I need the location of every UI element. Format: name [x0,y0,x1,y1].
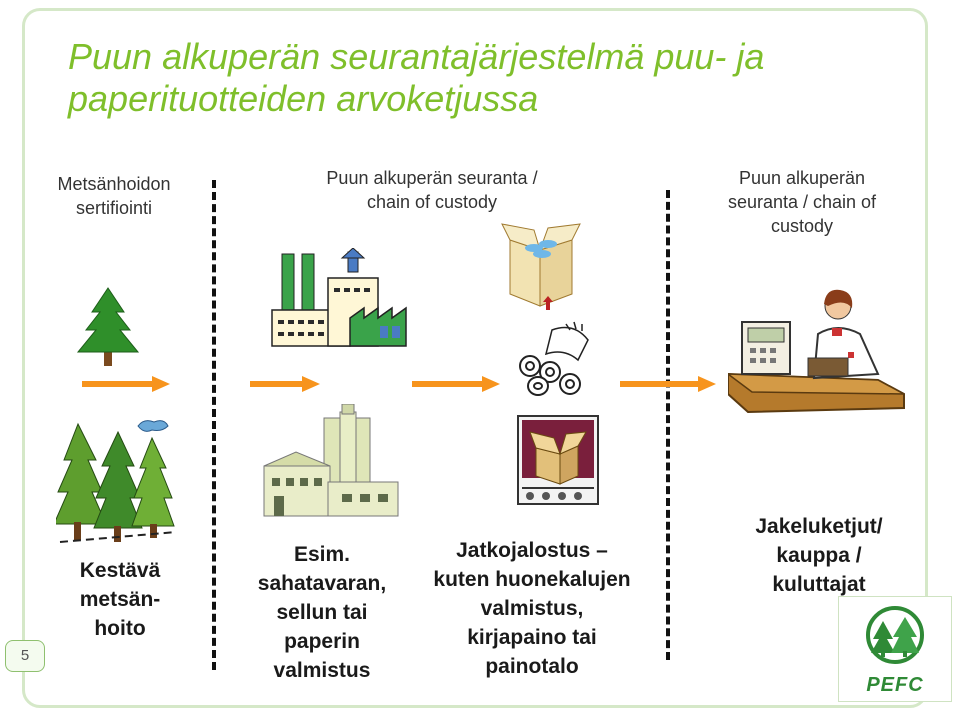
pefc-logo-text: PEFC [866,674,924,696]
slide-number: 5 [5,640,45,672]
header-chain-of-custody-middle: Puun alkuperän seuranta / chain of custo… [262,166,602,214]
mill-icon [263,404,399,517]
label-further-processing: Jatkojalostus – kuten huonekalujen valmi… [410,536,654,681]
label-line: kirjapaino tai [467,626,597,649]
label-line: valmistus, [480,597,584,620]
paper-rolls-icon [519,321,589,396]
label-line: Kestävä [79,559,161,582]
header-chain-of-custody-right: Puun alkuperän seuranta / chain of custo… [682,166,922,238]
flow-arrow-3 [412,376,500,392]
label-line: hoito [94,617,146,640]
label-line: kauppa / [776,544,862,567]
label-line: Esim. [293,543,351,566]
label-line: metsän- [79,588,161,611]
flow-arrow-4 [620,376,716,392]
forest-icon [56,420,177,543]
label-line: Jatkojalostus – [456,539,608,562]
label-line: valmistus [273,659,371,682]
cashier-icon [728,289,905,414]
header-line: seuranta / chain of [727,192,877,212]
label-manufacturing: Esim. sahatavaran, sellun tai paperin va… [236,540,408,685]
pefc-logo: PEFC [838,596,952,702]
header-line: Puun alkuperän seuranta / [326,168,538,188]
label-line: painotalo [485,655,579,678]
label-distribution: Jakeluketjut/ kauppa / kuluttajat [714,512,924,599]
box-icon [501,223,581,310]
title-line: Puun alkuperän seurantajärjestelmä puu- … [68,36,765,77]
tree-icon [76,287,140,366]
label-line: kuten huonekalujen [433,568,631,591]
pefc-emblem-icon [866,606,924,664]
label-line: kuluttajat [772,573,866,596]
divider-right [666,190,670,660]
title-line: paperituotteiden arvoketjussa [68,78,539,119]
label-sustainable-forestry: Kestävä metsän- hoito [40,556,200,643]
label-line: Jakeluketjut/ [755,515,883,538]
header-line: Metsänhoidon [57,174,171,194]
packaging-icon [517,415,599,505]
label-line: paperin [284,630,360,653]
flow-arrow-1 [82,376,170,392]
factory-icon [271,248,407,347]
slide-title: Puun alkuperän seurantajärjestelmä puu- … [68,36,828,120]
header-line: Puun alkuperän [738,168,866,188]
header-line: chain of custody [366,192,498,212]
header-certification: Metsänhoidon sertifiointi [24,172,204,220]
divider-left [212,180,216,670]
label-line: sellun tai [276,601,368,624]
flow-arrow-2 [250,376,320,392]
label-line: sahatavaran, [257,572,387,595]
header-line: sertifiointi [75,198,153,218]
header-line: custody [770,216,834,236]
